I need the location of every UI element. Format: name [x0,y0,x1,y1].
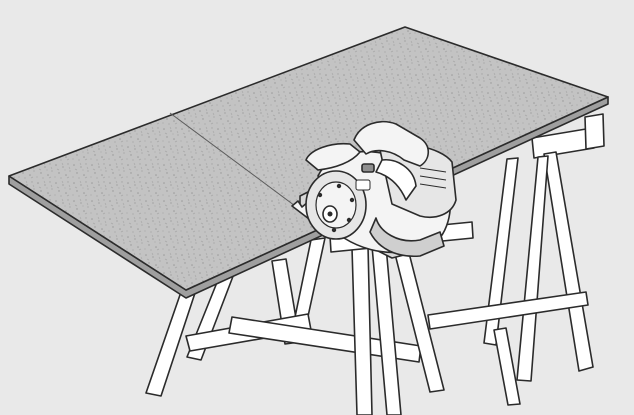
flange-bolt-1 [336,183,342,189]
back-sawhorse [427,113,605,406]
saw-label-plate [355,179,371,191]
saw-front-knob [305,142,361,171]
flange-bolt-5 [317,192,323,198]
saw-trigger-switch [361,163,375,173]
flange-bolt-2 [349,197,355,203]
saw-handle-grip-opening [375,159,417,201]
motor-vent-3 [419,183,447,189]
motor-vent-2 [419,175,447,181]
flange-bolt-3 [346,217,352,223]
flange-bolt-4 [331,227,337,233]
motor-vent-1 [419,167,447,173]
circular-saw [291,120,457,259]
saw-depth-lever [369,217,445,257]
saw-arbor-center [327,211,333,217]
saw-rear-handle [353,120,430,167]
